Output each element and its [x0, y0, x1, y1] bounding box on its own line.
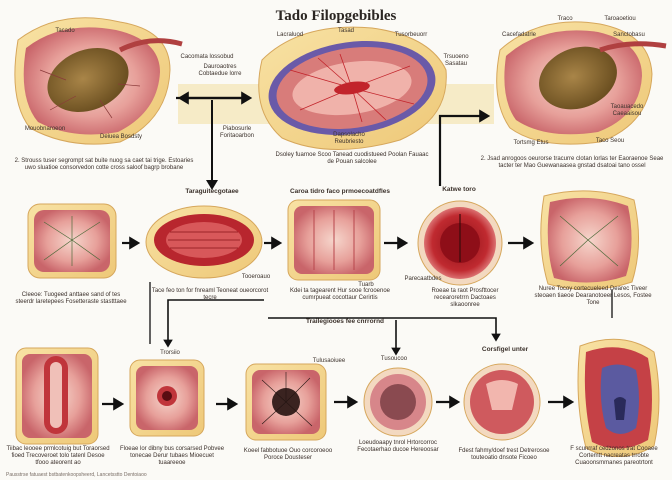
label-tacado: Tacado	[55, 28, 75, 34]
label-tusorbeuorr: Tusorbeuorr	[394, 32, 428, 38]
caption-row3-item-4: Loeudoaapy tnrol Hrtorcorroc Fecotaerhao…	[357, 440, 439, 453]
stage-3-item-5	[463, 363, 541, 441]
label-row2-item-4: Parecaatbdes	[404, 276, 442, 282]
stage-3-item-4	[363, 367, 433, 437]
stage-2-item-1	[27, 203, 117, 279]
label-taoauacedo: Taoauacedo Caeaaisou	[610, 104, 644, 117]
label-tortsmg: Tortsmg Etus	[513, 140, 549, 146]
caption-row2-item-4: Roeae ta raot Prosfttocer recearoretrrn …	[431, 288, 499, 308]
stage-2-item-3	[287, 199, 381, 281]
label-taco-seou: Taco Seou	[595, 138, 625, 144]
caption-row3-item-3: Koeel fabbotuoe Ouo corcoroeoo Poroce Do…	[243, 448, 333, 461]
caption-row2-item-1: Cleeoe: Tuogeed anttaee sand of tes stee…	[15, 292, 127, 305]
stage-1-center-specimen	[258, 26, 447, 150]
stage-2-item-2	[145, 205, 263, 279]
connector-label-2: Caroa tidro faco prmoecoatdfles	[289, 188, 391, 195]
connector-label-1: Taraguitecgotaee	[185, 188, 239, 195]
arrow-row1-right	[438, 109, 491, 186]
label-row2-item-3: Tuarb	[358, 282, 374, 288]
label-dapsolacho: Dapsolacho Reubriesto	[333, 132, 365, 145]
diagram-title: Tado Filopgebibles	[275, 8, 397, 24]
connector-label-row3: Trailegiooes fee cnrrornd	[305, 318, 385, 325]
label-taroaoetiou: Taroaoetiou	[604, 16, 636, 22]
label-dauroaotres: Dauroaotres Cobtaedue lorre	[198, 64, 242, 77]
stage-2-item-5	[540, 190, 639, 290]
label-row3-item-4: Tusoucoo	[380, 356, 408, 362]
stage-3-item-3	[245, 363, 327, 441]
label-deiuea: Deiuea Bosdsty	[99, 134, 143, 140]
label-cacefadatrle: Cacefadatrle	[501, 32, 537, 38]
caption-row2-item-3: Kdei ta tagearent Hur sooe fcrooenoe cum…	[289, 288, 391, 301]
label-row3-item-2: Trorsiio	[160, 350, 180, 356]
label-sanctobasu: Sanctobasu	[613, 32, 645, 38]
stage-2-item-4	[417, 200, 503, 286]
stage-3-item-6	[577, 338, 660, 457]
caption-row3-item-2: Floeae lor dibny bus corsarsed Pobvee to…	[119, 446, 225, 466]
stage-3-item-2	[129, 359, 205, 437]
caption-row1-left: 2. Strouss tuser segrompt sat buite nuog…	[14, 158, 194, 171]
label-trsuoeno: Trsuoeno Sasatau	[443, 54, 469, 67]
caption-row3-item-6: F scunrraf cedzonos trat Cooaee Cortemtt…	[570, 446, 658, 466]
connector-label-3: Katwe toro	[442, 186, 476, 193]
label-tasad: Tasad	[337, 28, 354, 34]
stage-1-right-specimen	[496, 21, 667, 145]
caption-row1-center: Dsoley fuarnoe Scoo Tanead cuodistueed P…	[275, 152, 429, 165]
stage-1-left-specimen	[14, 17, 183, 145]
caption-row2-item-5: Nuree Tocoy cortecueleed Dearec Tiveer s…	[534, 286, 652, 306]
label-mouobnaroeon: Mouobnaroeon	[24, 126, 66, 132]
label-lacraluod: Lacraluod	[276, 32, 304, 38]
label-row2-item-2: Tooeroauo	[241, 274, 271, 280]
label-traco: Traco	[557, 16, 573, 22]
caption-row2-item-2: Tace feo ton for fnreaml Teoneat oueorco…	[151, 288, 269, 301]
footer-note: Pausstrse fatuaest bstbatenkoopsheerd, L…	[6, 472, 147, 478]
label-row3-item-3: Tulusaoiuee	[312, 358, 346, 364]
label-piabosurle: Piabosurle Foritaoarbon	[219, 126, 255, 139]
caption-row1-right: 2. Jsad anrogoos oeurorse tracurre clota…	[480, 156, 664, 169]
caption-row3-item-1: Tiibac leooee prmlcotuig but Toraorsed f…	[6, 446, 110, 466]
stage-3-item-1	[15, 347, 99, 445]
connector-label-row3-2: Corsfigel unter	[481, 346, 529, 353]
label-cacomata: Cacomata lossobud	[180, 54, 234, 60]
caption-row3-item-5: Fdest fahmy/doef trest Detrerosoe touteo…	[458, 448, 550, 461]
